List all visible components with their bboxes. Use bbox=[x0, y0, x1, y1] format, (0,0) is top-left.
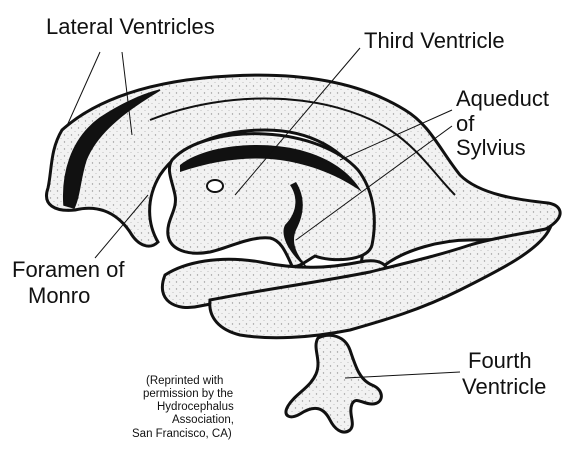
label-aqueduct-line-3: Sylvius bbox=[456, 135, 526, 161]
credit-line-3: Hydrocephalus bbox=[157, 401, 234, 414]
label-aqueduct-line-2: of bbox=[456, 111, 474, 137]
credit-line-5: San Francisco, CA) bbox=[132, 428, 232, 441]
credit-line-1: (Reprinted with bbox=[146, 375, 223, 388]
label-fourth-line-1: Fourth bbox=[468, 348, 532, 374]
credit-line-4: Association, bbox=[172, 414, 234, 427]
label-third-ventricle: Third Ventricle bbox=[364, 28, 505, 54]
leader-fourth bbox=[345, 372, 460, 378]
label-foramen-line-2: Monro bbox=[28, 283, 90, 309]
credit-line-2: permission by the bbox=[143, 388, 233, 401]
label-aqueduct-line-1: Aqueduct bbox=[456, 86, 549, 112]
label-fourth-line-2: Ventricle bbox=[462, 374, 546, 400]
fourth-ventricle-shape bbox=[286, 335, 381, 432]
label-lateral-ventricles: Lateral Ventricles bbox=[46, 14, 215, 40]
interthalamic-adhesion bbox=[207, 180, 223, 192]
label-foramen-line-1: Foramen of bbox=[12, 257, 125, 283]
